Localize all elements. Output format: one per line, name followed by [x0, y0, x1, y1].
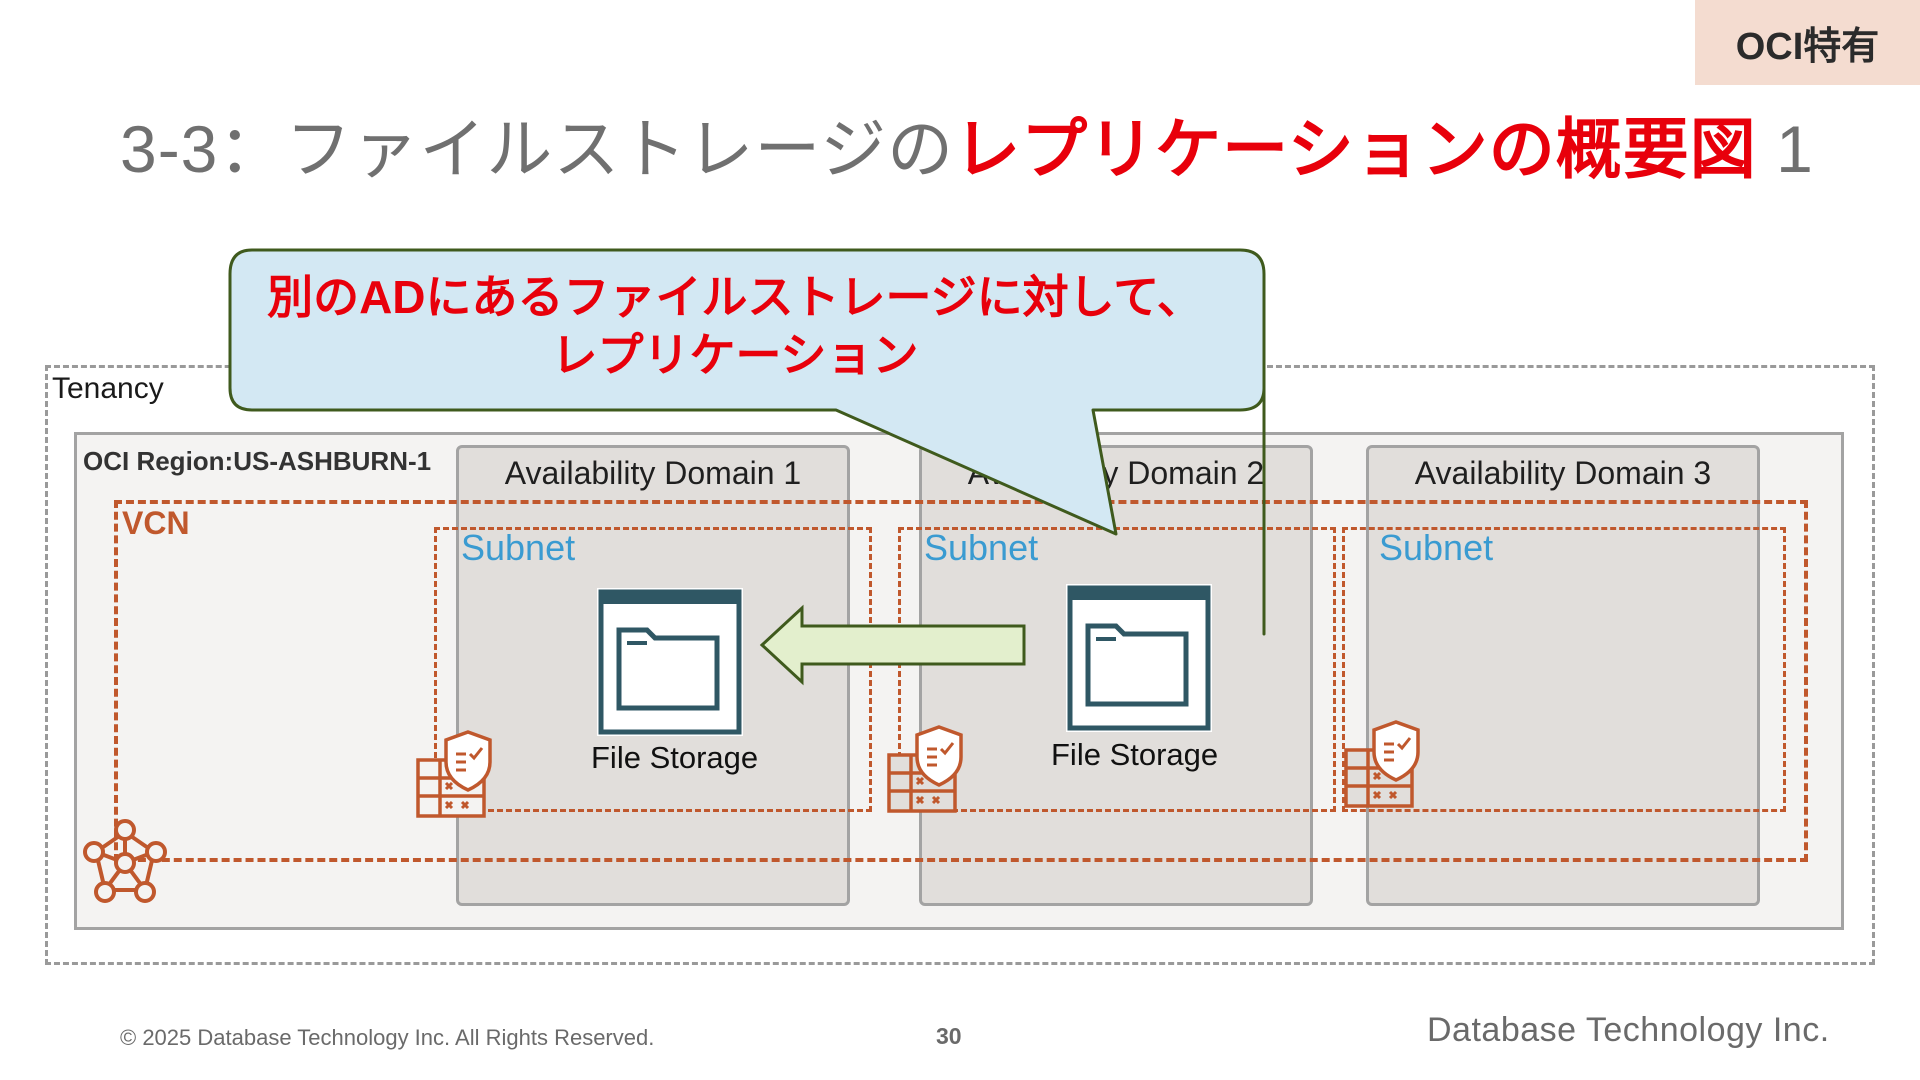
callout-line-1: 別のADにあるファイルストレージに対して、 [267, 271, 1203, 323]
ad-3-label: Availability Domain 3 [1414, 455, 1712, 491]
security-list-icon [416, 730, 492, 818]
region-label: OCI Region:US-ASHBURN-1 [83, 446, 432, 476]
security-list-icon [1344, 720, 1420, 808]
oci-badge: OCI特有 [1695, 0, 1920, 85]
file-storage-1-label: File Storage [591, 740, 759, 775]
ad-1-label: Availability Domain 1 [504, 455, 802, 491]
security-list-icon [887, 725, 963, 813]
callout-bubble [228, 248, 1266, 636]
subnet-3-label: Subnet [1379, 527, 1494, 568]
subnet-2 [898, 527, 1336, 812]
subnet-3 [1342, 527, 1786, 812]
callout-line-2: レプリケーション [551, 329, 919, 381]
title-highlight: レプリケーションの概要図 [954, 112, 1757, 186]
vcn-label: VCN [122, 505, 190, 541]
file-storage-icon [597, 588, 743, 736]
tenancy-label: Tenancy [52, 372, 164, 405]
vcn-network-icon [83, 819, 167, 903]
replication-arrow [759, 604, 1026, 686]
file-storage-icon [1066, 584, 1212, 732]
availability-domain-3 [1366, 445, 1760, 906]
slide-title: 3-3：ファイルストレージのレプリケーションの概要図 1 [120, 96, 1814, 192]
vcn-box [114, 500, 1808, 862]
subnet-1 [434, 527, 872, 812]
file-storage-2-label: File Storage [1051, 737, 1219, 772]
subnet-1-label: Subnet [461, 527, 576, 568]
title-suffix: 1 [1756, 112, 1814, 186]
title-prefix: 3-3：ファイルストレージの [120, 112, 955, 186]
subnet-2-label: Subnet [924, 527, 1039, 568]
page-number: 30 [936, 1023, 962, 1049]
footer-copyright: © 2025 Database Technology Inc. All Righ… [120, 1025, 655, 1050]
callout-text: 別のADにあるファイルストレージに対して、 レプリケーション [230, 268, 1240, 384]
company-logo: Database Technology Inc. [1427, 1011, 1830, 1049]
